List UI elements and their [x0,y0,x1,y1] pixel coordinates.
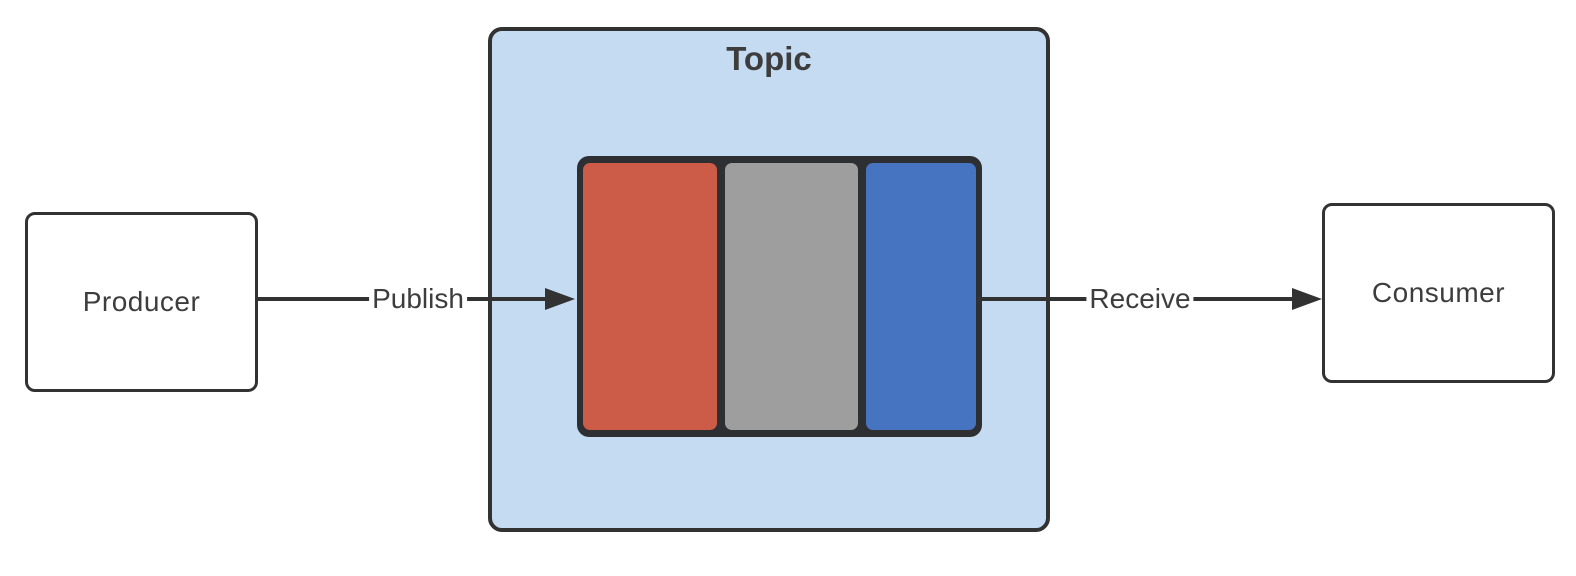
topic-title: Topic [726,40,812,77]
topic-partition-2 [724,163,859,430]
consumer-node: Consumer [1322,203,1555,383]
topic-node: Topic [488,27,1050,532]
receive-edge-label: Receive [1086,281,1194,317]
receive-arrowhead-icon [1292,288,1322,310]
topic-partition-1 [583,163,717,430]
producer-label: Producer [82,286,201,317]
partitions-container [577,156,982,437]
publish-arrowhead-icon [545,288,575,310]
producer-node: Producer [25,212,258,392]
consumer-label: Consumer [1371,277,1506,308]
publish-edge-label: Publish [369,281,467,317]
topic-partition-3 [866,163,976,430]
